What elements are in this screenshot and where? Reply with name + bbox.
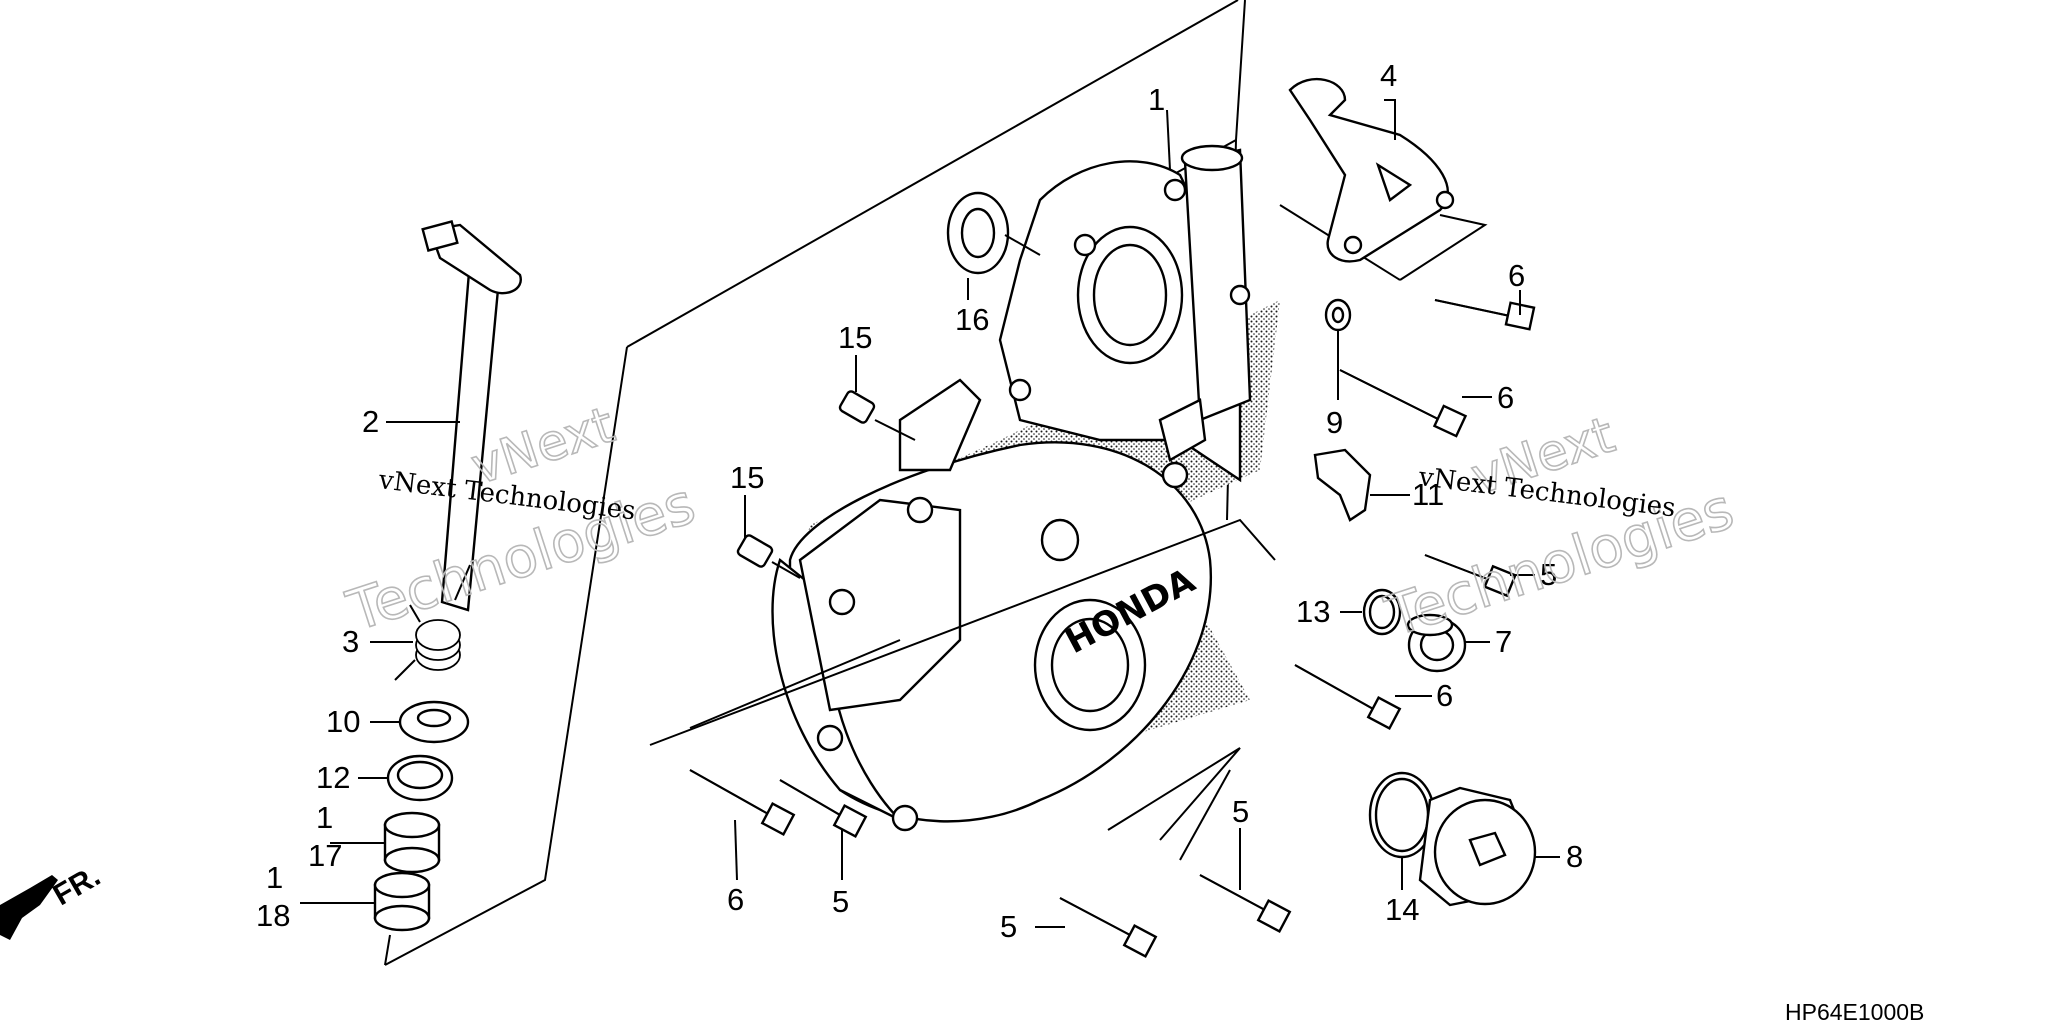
front-arrow: FR. — [0, 859, 106, 940]
callout-2: 2 — [362, 404, 379, 439]
seal-12 — [386, 754, 454, 802]
bolt-5c — [1059, 897, 1158, 958]
callout-16: 16 — [955, 302, 989, 337]
callout-5b: 5 — [832, 884, 849, 919]
bearing-18 — [373, 871, 431, 932]
callout-6d: 6 — [727, 882, 744, 917]
bolt-5d — [1199, 874, 1292, 933]
bolt-upper-6a — [1434, 299, 1536, 331]
dowel-pin-upper — [838, 390, 916, 441]
callout-1-17: 1 — [316, 800, 333, 835]
callout-5d: 5 — [1000, 909, 1017, 944]
front-arrow-label: FR. — [48, 859, 106, 912]
callout-6b: 6 — [1497, 380, 1514, 415]
callout-15a: 15 — [838, 320, 872, 355]
dowel-pin-lower — [736, 534, 801, 579]
callout-18: 18 — [256, 898, 290, 933]
callouts: 1 4 16 15 15 6 6 9 11 5 13 7 6 2 3 10 12… — [256, 58, 1583, 944]
clamp-11 — [1313, 448, 1372, 522]
callout-1-top: 1 — [1148, 82, 1165, 117]
callout-6c: 6 — [1436, 678, 1453, 713]
callout-7: 7 — [1495, 624, 1512, 659]
diagram-code-text: HP64E1000B — [1785, 999, 1924, 1024]
callout-8: 8 — [1566, 839, 1583, 874]
bracket-4 — [1288, 77, 1455, 263]
o-ring-13 — [1362, 588, 1402, 636]
o-ring-14 — [1368, 771, 1436, 859]
washer-10 — [398, 700, 470, 744]
inner-cover-part-1 — [898, 144, 1252, 483]
callout-5a: 5 — [1540, 557, 1557, 592]
diagram-code: HP64E1000B — [1785, 999, 1924, 1024]
callout-11: 11 — [1412, 477, 1444, 512]
bolt-5b — [779, 779, 868, 838]
callout-3: 3 — [342, 624, 359, 659]
callout-12: 12 — [316, 760, 350, 795]
callout-4: 4 — [1380, 58, 1397, 93]
callout-9: 9 — [1326, 405, 1343, 440]
oil-seal-16 — [946, 191, 1041, 275]
callout-17: 17 — [308, 838, 342, 873]
crankcase-cover: HONDA — [771, 441, 1213, 832]
callout-5c: 5 — [1232, 794, 1249, 829]
bolt-6d — [689, 769, 796, 836]
plug-7 — [1406, 613, 1467, 673]
bolt-6c — [1294, 664, 1402, 730]
leader-lines — [300, 99, 1560, 966]
callout-15b: 15 — [730, 460, 764, 495]
bolt-upper-6b — [1339, 369, 1468, 438]
watermark-left: vNext Technologies vNext Technologies — [339, 395, 704, 646]
plug-8 — [1418, 786, 1537, 907]
bolt-5a — [1424, 554, 1517, 598]
return-spring — [394, 604, 461, 681]
kick-shaft — [421, 220, 522, 612]
callout-1-18: 1 — [266, 860, 283, 895]
callout-14: 14 — [1385, 892, 1419, 927]
callout-10: 10 — [326, 704, 360, 739]
washer-9 — [1324, 298, 1352, 332]
callout-6a: 6 — [1508, 258, 1525, 293]
watermark-right: vNext Technologies vNext Technologies — [1377, 405, 1742, 651]
bearing-17 — [383, 811, 441, 874]
callout-13: 13 — [1296, 594, 1330, 629]
